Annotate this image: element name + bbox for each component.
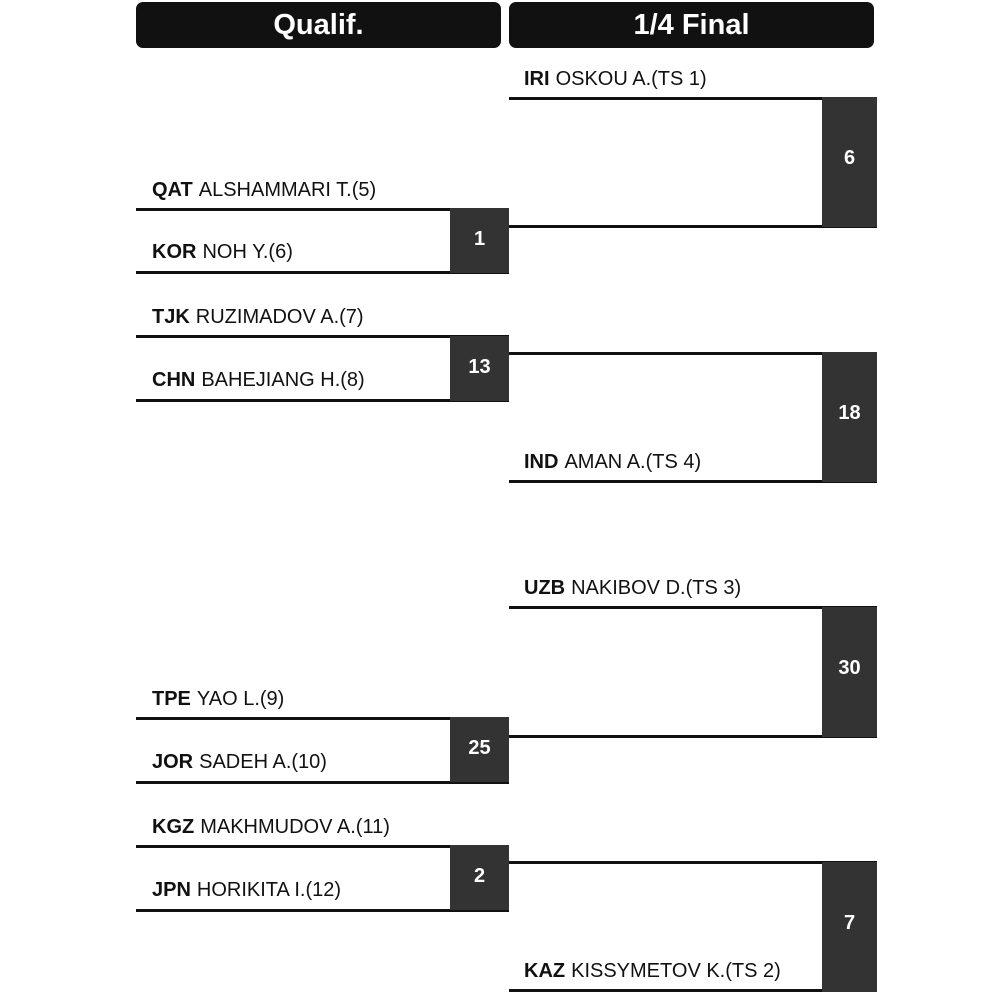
nation-code: CHN <box>152 369 196 391</box>
bout-number: 18 <box>838 402 861 424</box>
athlete-name: RUZIMADOV A.(7) <box>195 306 364 328</box>
bracket-line <box>509 480 877 483</box>
bout-number: 13 <box>468 356 491 378</box>
athlete-name: HORIKITA I.(12) <box>196 879 342 901</box>
athlete-name: SADEH A.(10) <box>199 751 327 773</box>
bout-number-box[interactable]: 13 <box>450 336 509 401</box>
bracket-line <box>509 225 877 228</box>
athlete-name: YAO L.(9) <box>196 688 285 710</box>
bout-number-box[interactable]: 25 <box>450 717 509 782</box>
bout-number: 25 <box>468 737 491 759</box>
qualif-round-label: Qualif. <box>273 8 364 41</box>
quarter-final-header: 1/4 Final <box>509 2 874 48</box>
bout-number-box[interactable]: 30 <box>822 607 877 737</box>
bracket-line <box>136 335 509 338</box>
nation-code: IND <box>524 451 559 473</box>
nation-code: JOR <box>152 751 194 773</box>
quarter-final-label: 1/4 Final <box>633 8 750 41</box>
bout-number-box[interactable]: 18 <box>822 352 877 482</box>
bracket-line <box>136 399 509 402</box>
nation-code: KAZ <box>524 960 566 982</box>
athlete-name: BAHEJIANG H.(8) <box>201 369 365 391</box>
nation-code: JPN <box>152 879 191 901</box>
bracket-line <box>509 989 877 992</box>
nation-code: UZB <box>524 577 566 599</box>
nation-code: QAT <box>152 179 193 201</box>
bracket-line <box>509 861 877 864</box>
bout-number-box[interactable]: 6 <box>822 97 877 227</box>
bracket-line <box>509 606 877 609</box>
athlete-name: NOH Y.(6) <box>202 241 293 263</box>
bout-number: 6 <box>843 147 856 169</box>
bout-number: 2 <box>473 865 486 887</box>
bout-number: 1 <box>473 228 486 250</box>
bracket-line <box>509 735 877 738</box>
bracket-line <box>136 845 509 848</box>
bracket-line <box>136 909 509 912</box>
bout-number: 30 <box>838 657 861 679</box>
qualif-round-header: Qualif. <box>136 2 501 48</box>
nation-code: KGZ <box>152 816 195 838</box>
bracket-line <box>509 97 877 100</box>
athlete-name: KISSYMETOV K.(TS 2) <box>571 960 781 982</box>
bout-number: 7 <box>843 912 856 934</box>
athlete-name: AMAN A.(TS 4) <box>564 451 702 473</box>
bout-number-box[interactable]: 7 <box>822 862 877 992</box>
bracket-line <box>136 717 509 720</box>
nation-code: KOR <box>152 241 197 263</box>
athlete-name: ALSHAMMARI T.(5) <box>198 179 377 201</box>
bout-number-box[interactable]: 2 <box>450 845 509 910</box>
bracket-line <box>136 208 509 211</box>
bracket-line <box>136 271 509 274</box>
athlete-name: MAKHMUDOV A.(11) <box>200 816 390 838</box>
bracket-line <box>509 352 877 355</box>
nation-code: TJK <box>152 306 190 328</box>
athlete-name: OSKOU A.(TS 1) <box>555 68 707 90</box>
bracket-line <box>136 781 509 784</box>
nation-code: TPE <box>152 688 191 710</box>
bout-number-box[interactable]: 1 <box>450 208 509 273</box>
athlete-name: NAKIBOV D.(TS 3) <box>571 577 742 599</box>
nation-code: IRI <box>524 68 550 90</box>
